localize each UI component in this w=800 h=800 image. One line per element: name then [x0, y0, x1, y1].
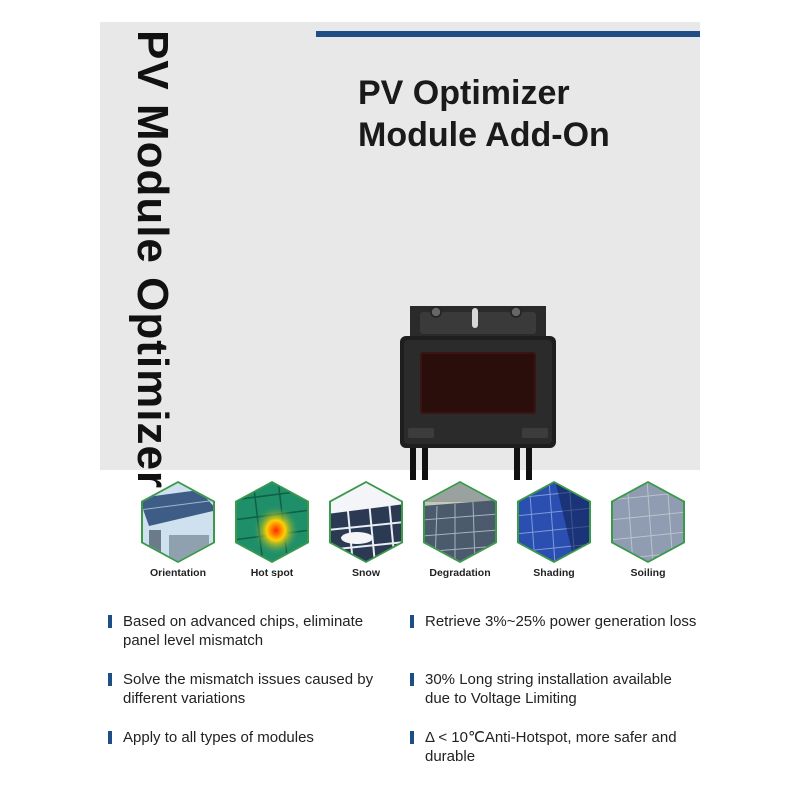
feature-text: Apply to all types of modules: [123, 729, 314, 746]
feature-item: Solve the mismatch issues caused by diff…: [108, 670, 398, 708]
feature-item: Based on advanced chips, eliminate panel…: [108, 612, 398, 650]
headline-line-2: Module Add-On: [358, 116, 610, 154]
snow-label: Snow: [352, 567, 380, 579]
feature-item: Retrieve 3%~25% power generation loss: [410, 612, 700, 631]
degradation-label: Degradation: [429, 567, 491, 579]
orientation-label: Orientation: [149, 567, 206, 579]
hot-spot-label: Hot spot: [250, 567, 294, 579]
hot-spot-icon: [235, 481, 309, 563]
headline: PV Optimizer Module Add-On: [358, 72, 610, 156]
bullet-marker: [410, 731, 414, 744]
issue-shading: Shading: [504, 480, 604, 579]
orientation-icon: [141, 481, 215, 563]
feature-item: 30% Long string installation available d…: [410, 670, 700, 708]
feature-text: Retrieve 3%~25% power generation loss: [425, 613, 697, 630]
feature-item: Apply to all types of modules: [108, 728, 398, 747]
shading-label: Shading: [533, 567, 575, 579]
feature-text: Solve the mismatch issues caused by diff…: [123, 671, 374, 707]
bullet-marker: [108, 673, 112, 686]
headline-line-1: PV Optimizer: [358, 74, 570, 112]
vertical-title: PV Module Optimizer: [128, 30, 177, 490]
bullet-marker: [108, 731, 112, 744]
degradation-icon: [423, 481, 497, 563]
feature-item: Δ < 10℃Anti-Hotspot, more safer and dura…: [410, 728, 700, 766]
optimizer-device-image: [400, 306, 556, 480]
feature-text: Δ < 10℃Anti-Hotspot, more safer and dura…: [425, 729, 677, 765]
issue-hot-spot: Hot spot: [222, 480, 322, 579]
feature-text: Based on advanced chips, eliminate panel…: [123, 613, 364, 649]
issue-soiling: Soiling: [598, 480, 698, 579]
bullet-marker: [108, 615, 112, 628]
issue-icons-row: Orientation Hot spot: [128, 480, 688, 590]
snow-icon: [329, 481, 403, 563]
soiling-label: Soiling: [630, 567, 666, 579]
issue-orientation: Orientation: [128, 480, 228, 579]
feature-text: 30% Long string installation available d…: [425, 671, 672, 707]
issue-snow: Snow: [316, 480, 416, 579]
bullet-marker: [410, 673, 414, 686]
soiling-icon: [611, 481, 685, 563]
shading-icon: [517, 481, 591, 563]
issue-degradation: Degradation: [410, 480, 510, 579]
accent-bar: [316, 31, 700, 37]
bullet-marker: [410, 615, 414, 628]
